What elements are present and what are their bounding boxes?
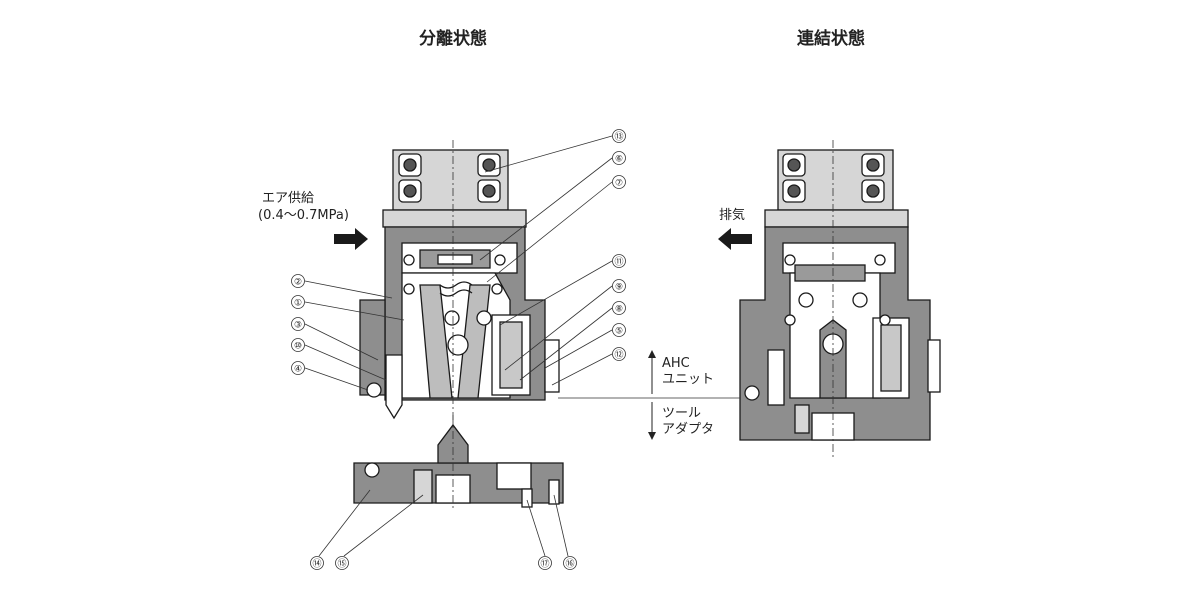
svg-text:⑧: ⑧ — [615, 305, 623, 315]
tool-adapter-fitting — [548, 479, 560, 505]
leader-lines — [304, 135, 613, 557]
callouts: ⑬ ⑥ ⑦ ② ① ③ ⑩ ④ ⑪ ⑨ ⑧ ⑤ ⑫ ⑭ ⑮ ⑰ ⑯ — [291, 129, 626, 570]
svg-text:⑰: ⑰ — [540, 559, 549, 570]
title-connected: 連結状態 — [797, 28, 865, 49]
right-flange — [764, 209, 909, 228]
tool-adapter — [353, 423, 564, 508]
callout-1: ① — [291, 295, 305, 309]
svg-text:③: ③ — [294, 321, 302, 331]
svg-text:⑥: ⑥ — [615, 155, 623, 165]
svg-text:⑩: ⑩ — [294, 342, 302, 352]
svg-text:⑪: ⑪ — [614, 257, 623, 268]
callout-11: ⑪ — [612, 254, 626, 268]
callout-7: ⑦ — [612, 175, 626, 189]
svg-text:④: ④ — [294, 365, 302, 375]
exhaust-arrow-icon — [718, 228, 752, 250]
callout-15: ⑮ — [335, 556, 349, 570]
right-valve-spool — [880, 324, 902, 392]
right-side-fitting — [927, 339, 941, 393]
lower-arrow-icon — [648, 432, 656, 440]
svg-text:⑯: ⑯ — [565, 559, 574, 570]
right-assembly — [739, 149, 941, 441]
tool-adapter-plug — [521, 488, 533, 508]
right-roller-b — [852, 292, 868, 308]
svg-text:②: ② — [294, 278, 302, 288]
tool-adapter-port — [496, 462, 532, 490]
right-piston — [794, 264, 866, 282]
callout-2: ② — [291, 274, 305, 288]
air-pressure-label: (0.4〜0.7MPa) — [258, 208, 349, 223]
callout-5: ⑤ — [612, 323, 626, 337]
unit-label: ユニット — [662, 372, 714, 387]
svg-text:⑨: ⑨ — [615, 283, 623, 293]
adapter-label: アダプタ — [662, 422, 714, 437]
right-locating-pin — [767, 349, 785, 406]
callout-4: ④ — [291, 361, 305, 375]
callout-9: ⑨ — [612, 279, 626, 293]
left-spring — [439, 281, 473, 297]
svg-text:①: ① — [294, 299, 302, 309]
exhaust-label: 排気 — [719, 207, 745, 223]
left-steel-ball — [366, 382, 382, 398]
callout-12: ⑫ — [612, 347, 626, 361]
right-adapter-screw — [794, 404, 810, 434]
tool-adapter-ball — [364, 462, 380, 478]
left-locating-pin — [385, 354, 403, 420]
right-steel-ball — [744, 385, 760, 401]
svg-text:⑤: ⑤ — [615, 327, 623, 337]
callout-8: ⑧ — [612, 301, 626, 315]
right-cap-bolts — [782, 153, 885, 203]
upper-arrow-icon — [648, 350, 656, 358]
left-piston-slot — [437, 254, 473, 265]
callout-3: ③ — [291, 317, 305, 331]
svg-text:⑫: ⑫ — [614, 350, 623, 361]
left-center-ball — [447, 334, 469, 356]
callout-13: ⑬ — [612, 129, 626, 143]
svg-text:⑭: ⑭ — [312, 559, 321, 570]
callout-10: ⑩ — [291, 338, 305, 352]
callout-14: ⑭ — [310, 556, 324, 570]
callout-16: ⑯ — [563, 556, 577, 570]
air-supply-arrow-icon — [334, 228, 368, 250]
left-side-fitting — [544, 339, 560, 393]
callout-6: ⑥ — [612, 151, 626, 165]
svg-text:⑮: ⑮ — [337, 559, 346, 570]
svg-text:⑦: ⑦ — [615, 179, 623, 189]
tool-label: ツール — [662, 406, 701, 421]
title-separated: 分離状態 — [419, 28, 487, 49]
right-roller-a — [798, 292, 814, 308]
air-supply-label: エア供給 — [262, 191, 314, 206]
tool-adapter-screw — [413, 469, 433, 504]
left-cap-bolts — [398, 153, 501, 203]
left-flange — [382, 209, 527, 228]
svg-text:⑬: ⑬ — [614, 132, 623, 143]
left-wedge-a — [419, 284, 453, 399]
left-assembly — [359, 149, 560, 420]
callout-17: ⑰ — [538, 556, 552, 570]
left-roller-a — [444, 310, 460, 326]
left-roller-b — [476, 310, 492, 326]
left-valve-spool — [499, 321, 523, 389]
ahc-label: AHC — [662, 356, 690, 371]
